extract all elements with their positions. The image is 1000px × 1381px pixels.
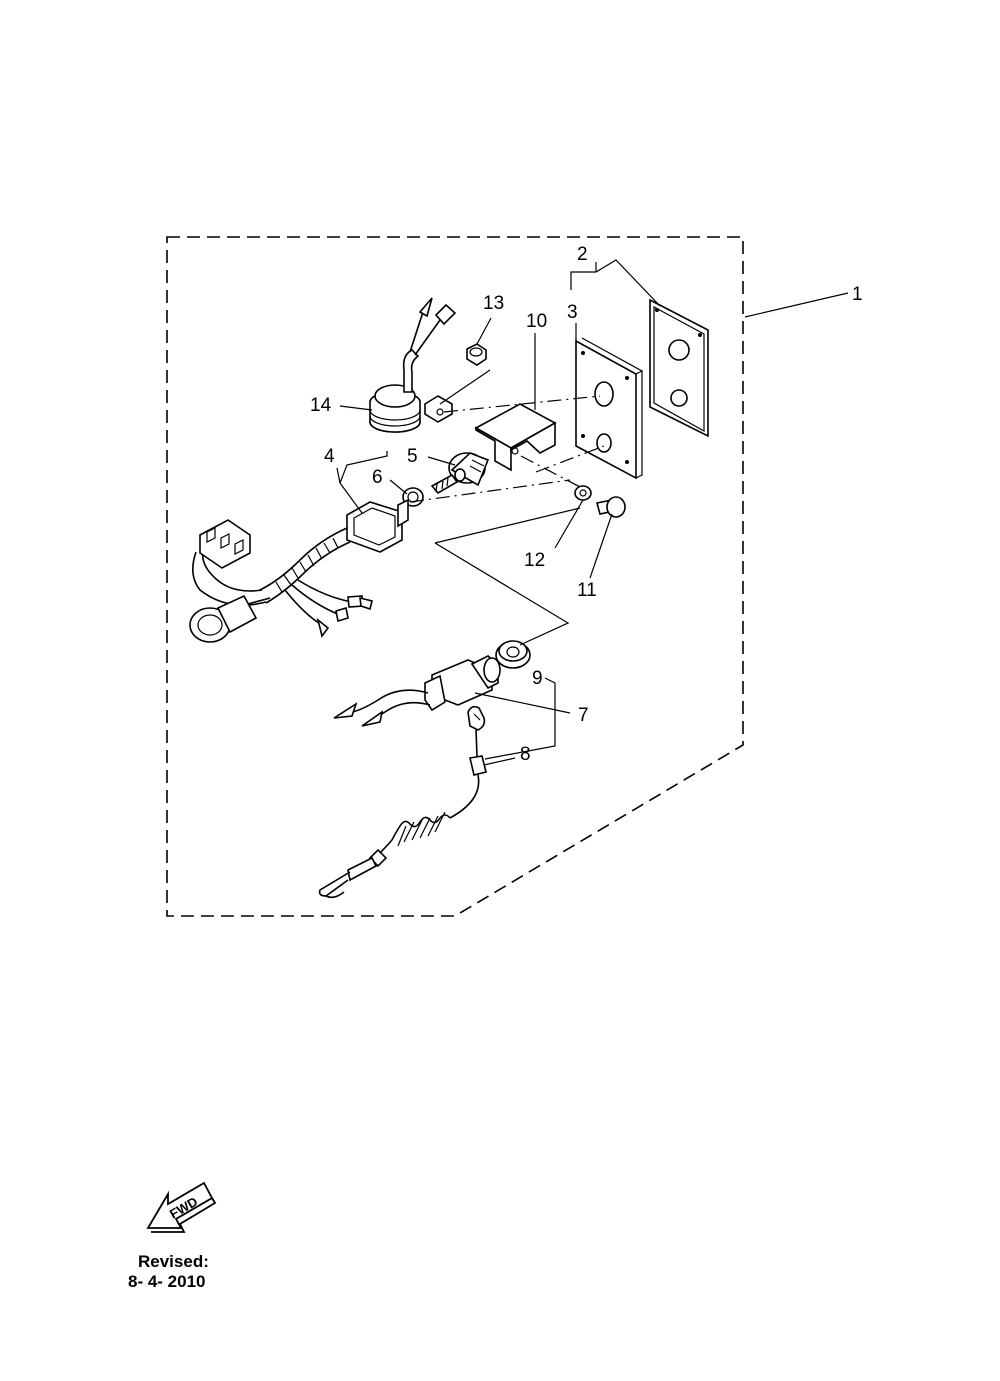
callout-14: 14	[310, 395, 332, 416]
callout-11: 11	[577, 580, 597, 601]
leader-lines	[336, 259, 849, 766]
callout-9: 9	[532, 668, 543, 689]
part-wire-harness	[189, 498, 409, 643]
callout-4: 4	[324, 446, 335, 467]
part-nut	[466, 343, 487, 366]
part-key-switch	[430, 452, 490, 495]
callout-1: 1	[852, 284, 863, 305]
callout-7: 7	[578, 705, 589, 726]
part-grommet	[495, 640, 531, 669]
fwd-arrow-icon: FWD	[146, 1181, 217, 1233]
part-bolt	[596, 496, 626, 518]
callout-3: 3	[567, 302, 578, 323]
part-spring-washer	[574, 485, 592, 501]
part-lanyard	[318, 705, 487, 899]
part-gasket	[649, 298, 709, 438]
part-bracket	[474, 403, 557, 472]
part-mounting-plate	[575, 337, 644, 480]
callout-2: 2	[577, 244, 588, 265]
callout-labels: 1 2 3 4 5 6 7 8 9 10 11 12 13 14	[310, 244, 863, 765]
callout-10: 10	[526, 311, 547, 332]
callout-5: 5	[407, 446, 418, 467]
part-boot-grommet	[369, 297, 491, 433]
callout-6: 6	[372, 467, 383, 488]
callout-12: 12	[524, 550, 545, 571]
assembly-boundary	[166, 236, 744, 917]
revision-date: 8- 4- 2010	[128, 1272, 206, 1291]
revision-label: Revised:	[138, 1252, 209, 1271]
callout-13: 13	[483, 293, 504, 314]
callout-8: 8	[520, 744, 531, 765]
